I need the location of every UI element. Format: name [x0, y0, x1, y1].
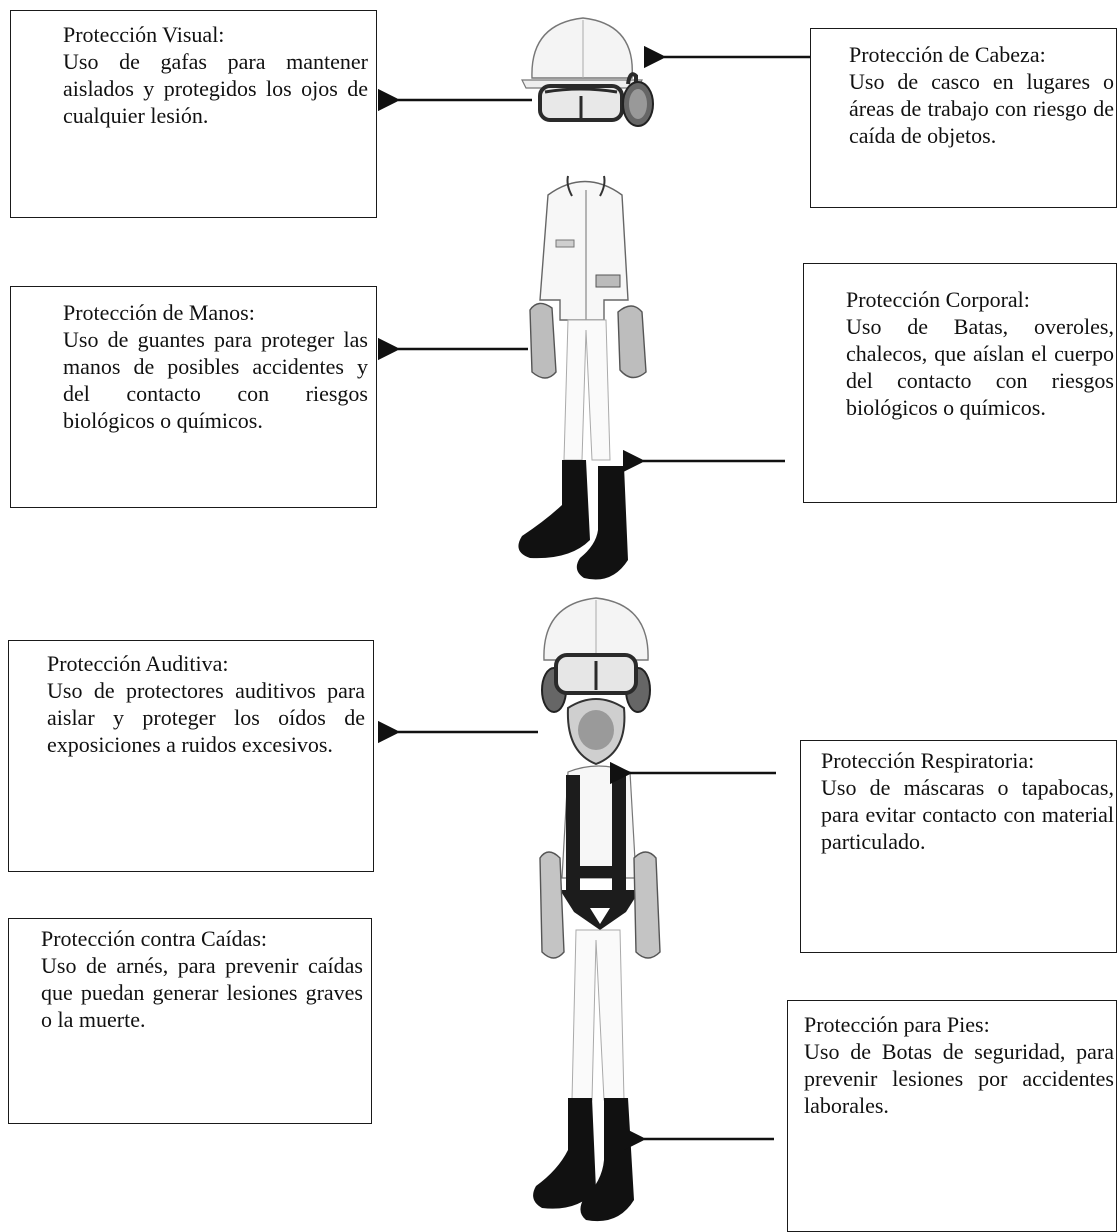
box-title: Protección Visual:: [63, 22, 225, 47]
helmet-goggles-mask-icon: [541, 597, 651, 766]
box-title: Protección Respiratoria:: [821, 748, 1035, 773]
helmet-goggles-icon: [521, 17, 654, 127]
box-proteccion-caidas: Protección contra Caídas: Uso de arnés, …: [8, 918, 372, 1124]
box-title: Protección de Cabeza:: [849, 42, 1046, 67]
box-title: Protección Auditiva:: [47, 651, 229, 676]
box-title: Protección de Manos:: [63, 300, 255, 325]
box-body: Uso de arnés, para prevenir caídas que p…: [41, 953, 363, 1032]
box-title: Protección para Pies:: [804, 1012, 990, 1037]
box-title: Protección Corporal:: [846, 287, 1030, 312]
connector-arrows: [377, 45, 810, 1151]
harness-gloves-icon: [539, 765, 661, 1101]
box-body: Uso de Botas de seguridad, para prevenir…: [804, 1039, 1114, 1118]
box-body: Uso de máscaras o tapabocas, para evitar…: [821, 775, 1114, 854]
box-body: Uso de guantes para proteger las manos d…: [63, 327, 368, 433]
box-proteccion-manos: Protección de Manos: Uso de guantes para…: [10, 286, 377, 508]
box-body: Uso de casco en lugares o áreas de traba…: [849, 69, 1114, 148]
box-proteccion-visual: Protección Visual: Uso de gafas para man…: [10, 10, 377, 218]
box-proteccion-pies: Protección para Pies: Uso de Botas de se…: [787, 1000, 1117, 1232]
boots-icon: [518, 460, 628, 580]
box-body: Uso de gafas para mantener aislados y pr…: [63, 49, 368, 128]
box-body: Uso de protectores auditivos para aislar…: [47, 678, 365, 757]
box-body: Uso de Batas, overoles, chalecos, que aí…: [846, 314, 1114, 420]
box-proteccion-respiratoria: Protección Respiratoria: Uso de máscaras…: [800, 740, 1117, 953]
box-proteccion-cabeza: Protección de Cabeza: Uso de casco en lu…: [810, 28, 1117, 208]
vest-gloves-icon: [529, 175, 647, 461]
box-proteccion-auditiva: Protección Auditiva: Uso de protectores …: [8, 640, 374, 872]
safety-boots-icon: [533, 1098, 634, 1222]
box-proteccion-corporal: Protección Corporal: Uso de Batas, overo…: [803, 263, 1117, 503]
box-title: Protección contra Caídas:: [41, 926, 268, 951]
